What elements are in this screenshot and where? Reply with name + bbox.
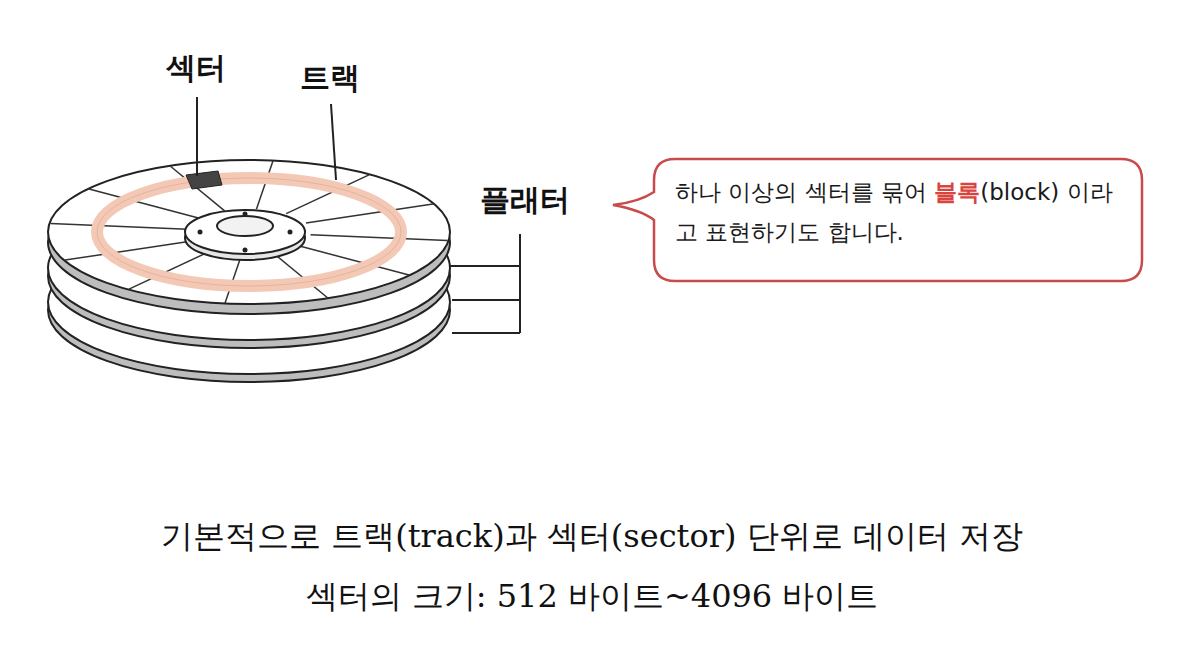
track-ring — [97, 178, 401, 286]
platter — [48, 160, 450, 304]
highlight-term: 블록 — [934, 179, 980, 205]
part-label: 섹터 — [166, 48, 226, 89]
leader-line — [331, 104, 336, 180]
sector-patch — [186, 171, 222, 189]
callout-text: 하나 이상의 섹터를 묶어 — [675, 179, 927, 205]
platter-bracket — [450, 234, 520, 333]
caption-line: 섹터의 크기: 512 바이트~4096 바이트 — [306, 575, 879, 619]
spindle — [217, 216, 273, 236]
sector-lines — [50, 161, 447, 303]
track-ring-edge — [97, 178, 401, 286]
leader-line — [196, 97, 198, 176]
part-label: 플래터 — [480, 180, 570, 221]
hub — [185, 210, 305, 254]
callout-bubble: 하나 이상의 섹터를 묶어 블록(block) 이라고 표현하기도 합니다. — [653, 158, 1143, 282]
caption-line: 기본적으로 트랙(track)과 섹터(sector) 단위로 데이터 저장 — [161, 515, 1023, 559]
part-label: 트랙 — [300, 58, 360, 99]
